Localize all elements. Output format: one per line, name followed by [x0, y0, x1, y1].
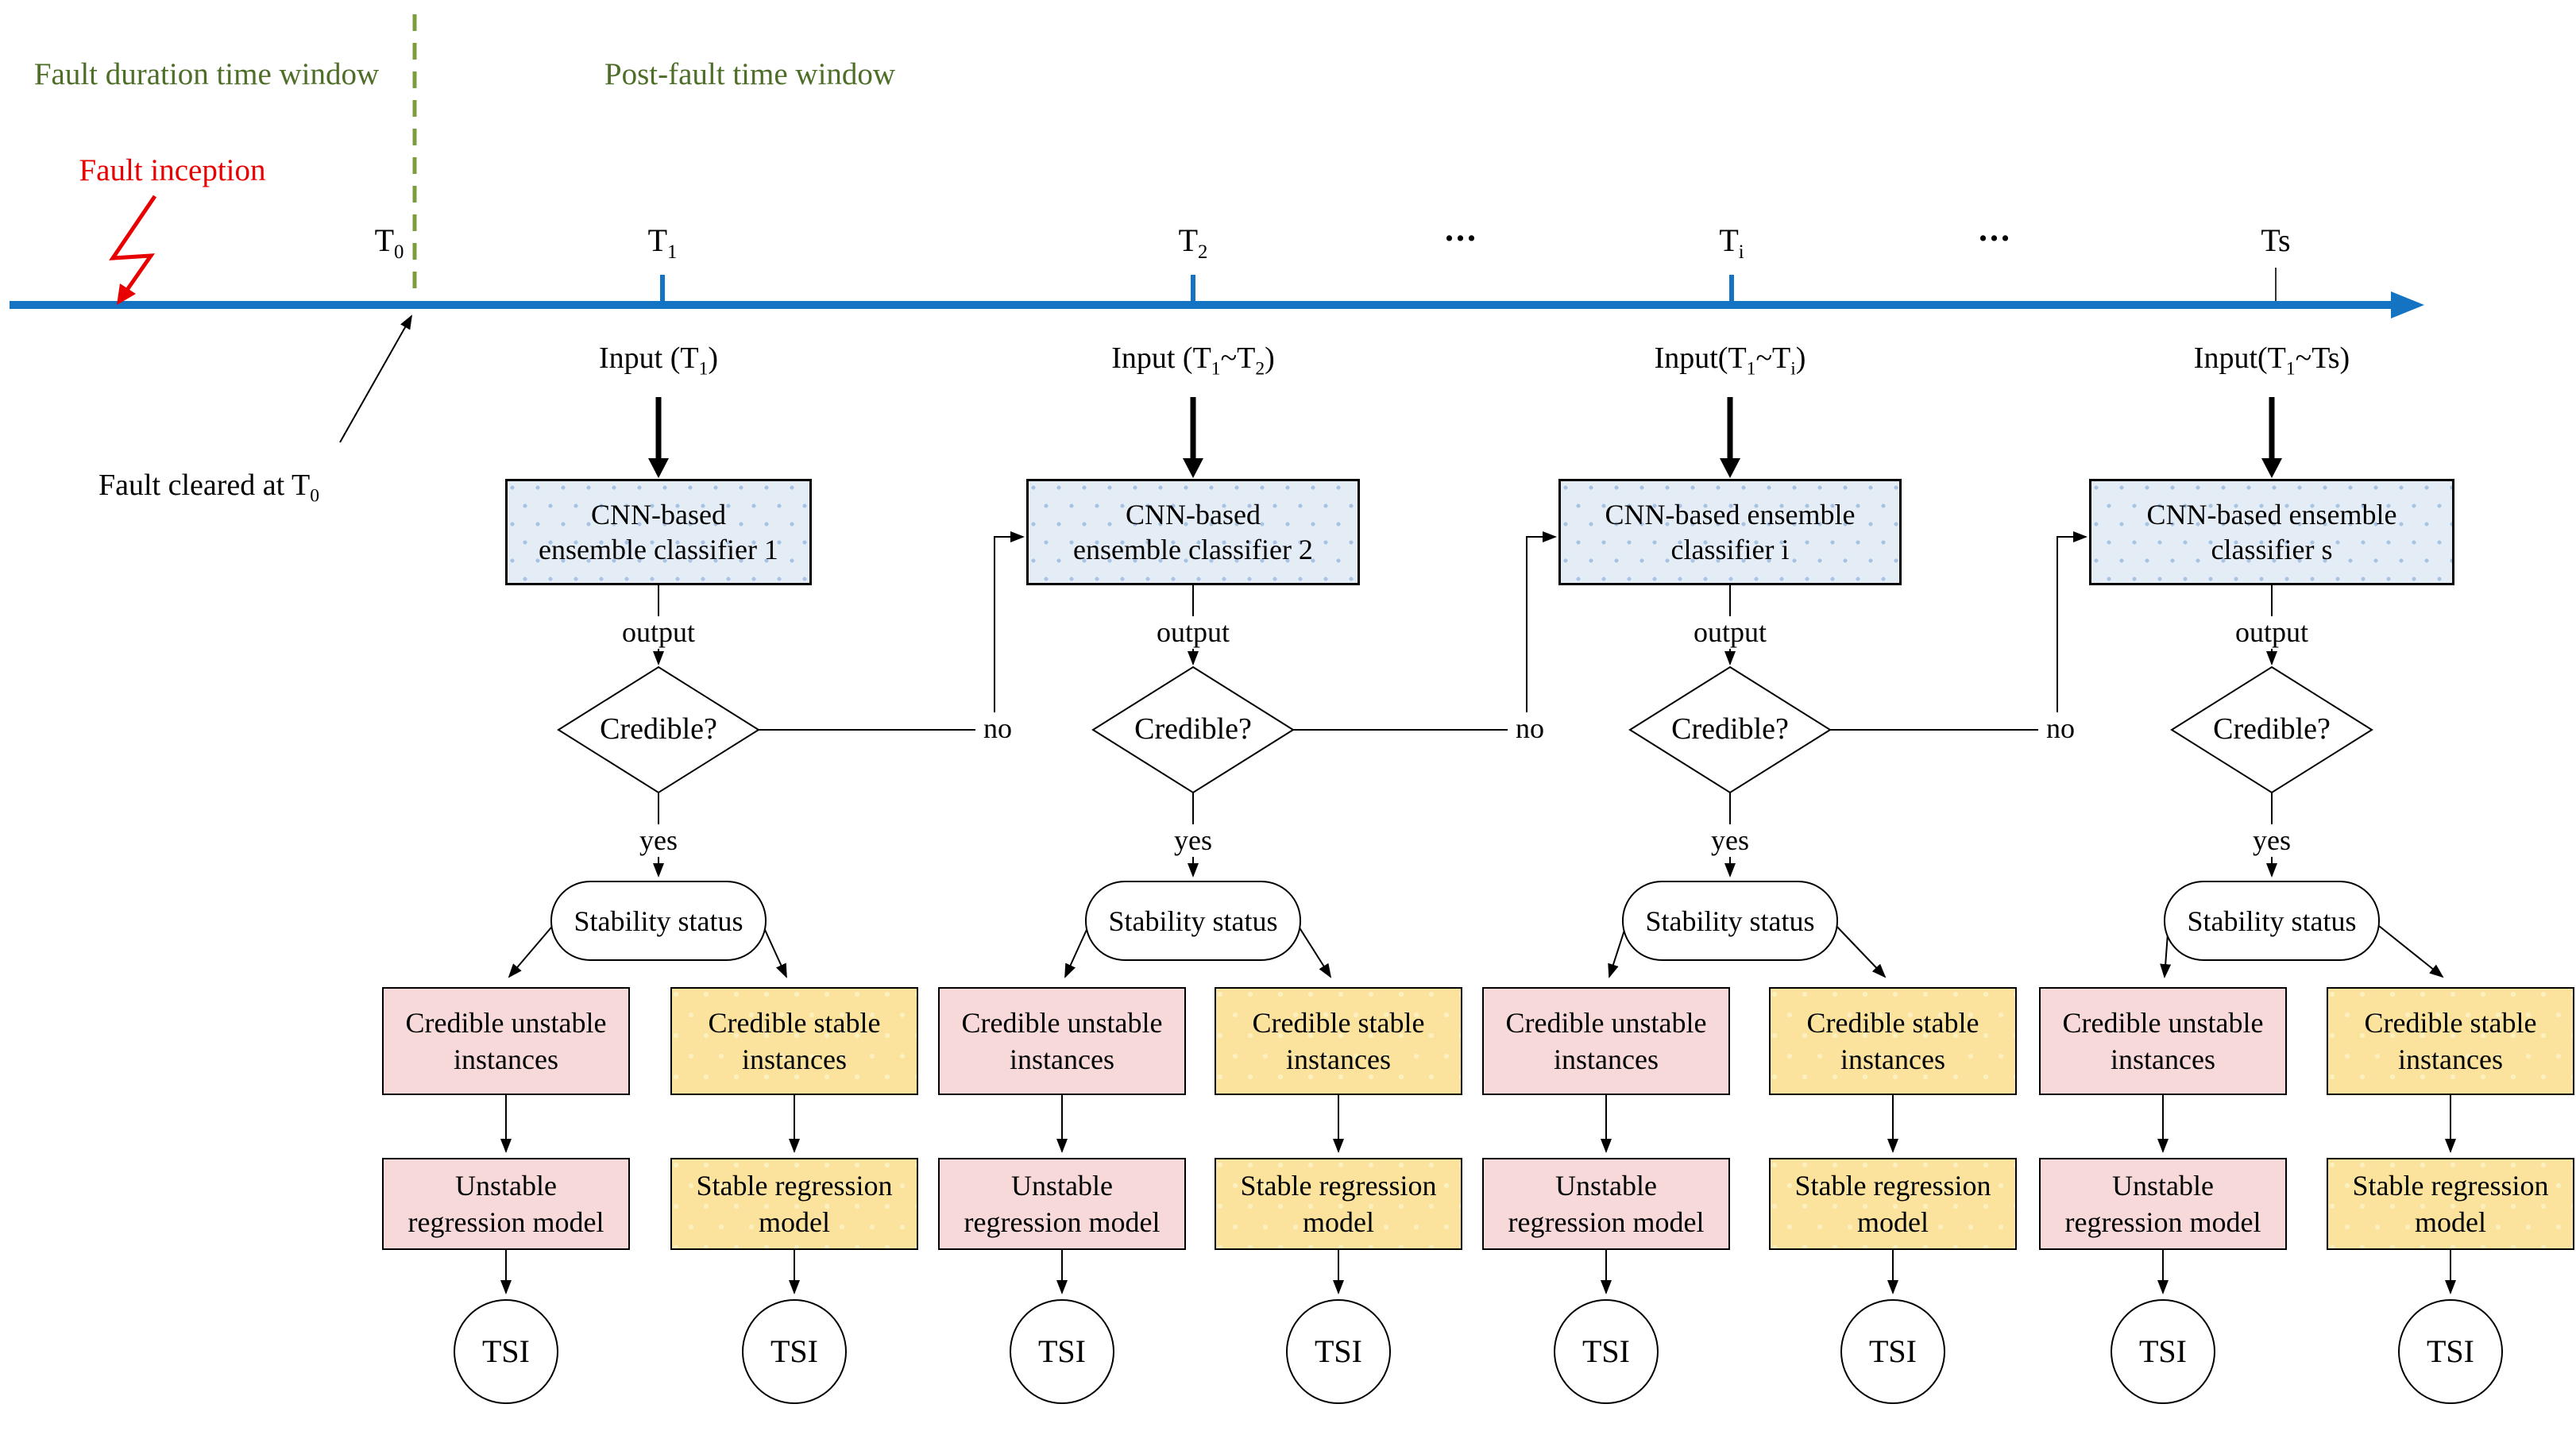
tsi-circle: TSI	[742, 1299, 847, 1404]
stability-status-2: Stability status	[1085, 881, 1301, 961]
timeline-label-t2: T2	[1178, 222, 1208, 263]
input-label-1: Input (T1)	[598, 341, 719, 380]
output-label-4: output	[2226, 616, 2317, 650]
tsi-circle: TSI	[1840, 1299, 1945, 1404]
classifier-line2: ensemble classifier 1	[539, 534, 778, 565]
credible-label-3: Credible?	[1671, 712, 1789, 746]
classifier-line1: CNN-based	[591, 499, 726, 530]
classifier-line2: classifier i	[1670, 534, 1790, 565]
input-label-3: Input(T1~Ti)	[1654, 341, 1806, 380]
classifier-box-2: CNN-based ensemble classifier 2	[1026, 479, 1360, 585]
timeline-label-t0: T0	[374, 222, 404, 263]
fault-inception-label: Fault inception	[79, 153, 266, 187]
classifier-line1: CNN-based	[1126, 499, 1261, 530]
no-label-3: no	[2038, 712, 2083, 746]
timeline-label-t1: T1	[647, 222, 678, 263]
stability-status-3: Stability status	[1622, 881, 1838, 961]
timeline-label-ti: Ti	[1719, 222, 1744, 263]
output-label-1: output	[613, 616, 704, 650]
classifier-box-1: CNN-based ensemble classifier 1	[505, 479, 812, 585]
tsi-circle: TSI	[1286, 1299, 1391, 1404]
classifier-line2: ensemble classifier 2	[1073, 534, 1313, 565]
column-arrows	[500, 1095, 2456, 1294]
classifier-line1: CNN-based ensemble	[2146, 499, 2397, 530]
timeline-arrowhead	[2391, 291, 2424, 318]
credible-label-4: Credible?	[2213, 712, 2331, 746]
timeline-ellipsis-2: ...	[1979, 210, 2012, 249]
classifier-box-3: CNN-based ensemble classifier i	[1558, 479, 1902, 585]
credible-label-2: Credible?	[1134, 712, 1252, 746]
yes-label-2: yes	[1166, 824, 1220, 858]
classifier-box-4: CNN-based ensemble classifier s	[2089, 479, 2454, 585]
tsi-circle: TSI	[1010, 1299, 1114, 1404]
output-label-3: output	[1685, 616, 1775, 650]
stability-status-4: Stability status	[2164, 881, 2380, 961]
output-label-2: output	[1148, 616, 1238, 650]
yes-label-4: yes	[2245, 824, 2299, 858]
tsi-circle: TSI	[454, 1299, 558, 1404]
credible-label-1: Credible?	[600, 712, 717, 746]
no-label-2: no	[1508, 712, 1552, 746]
timeline-ellipsis-1: ...	[1445, 210, 1478, 249]
input-label-4: Input(T1~Ts)	[2193, 341, 2350, 380]
classifier-line1: CNN-based ensemble	[1605, 499, 1856, 530]
classifier-line2: classifier s	[2211, 534, 2333, 565]
input-label-2: Input (T1~T2)	[1111, 341, 1275, 380]
unit-1-connectors	[508, 397, 1025, 978]
stability-status-1: Stability status	[550, 881, 767, 961]
yes-label-1: yes	[631, 824, 686, 858]
yes-label-3: yes	[1703, 824, 1757, 858]
lightning-icon	[109, 195, 157, 305]
fault-duration-window-label: Fault duration time window	[33, 57, 380, 91]
tsi-circle: TSI	[1554, 1299, 1659, 1404]
unit-2-connectors	[1064, 397, 1557, 978]
fault-cleared-arrow	[339, 314, 412, 443]
fault-cleared-label: Fault cleared at T0	[98, 469, 320, 507]
unit-3-connectors	[1608, 397, 2087, 978]
tsi-circle: TSI	[2398, 1299, 2503, 1404]
timeline-label-ts: Ts	[2261, 222, 2291, 258]
tsi-circle: TSI	[2111, 1299, 2215, 1404]
no-label-1: no	[975, 712, 1020, 746]
post-fault-window-label: Post-fault time window	[604, 57, 896, 91]
